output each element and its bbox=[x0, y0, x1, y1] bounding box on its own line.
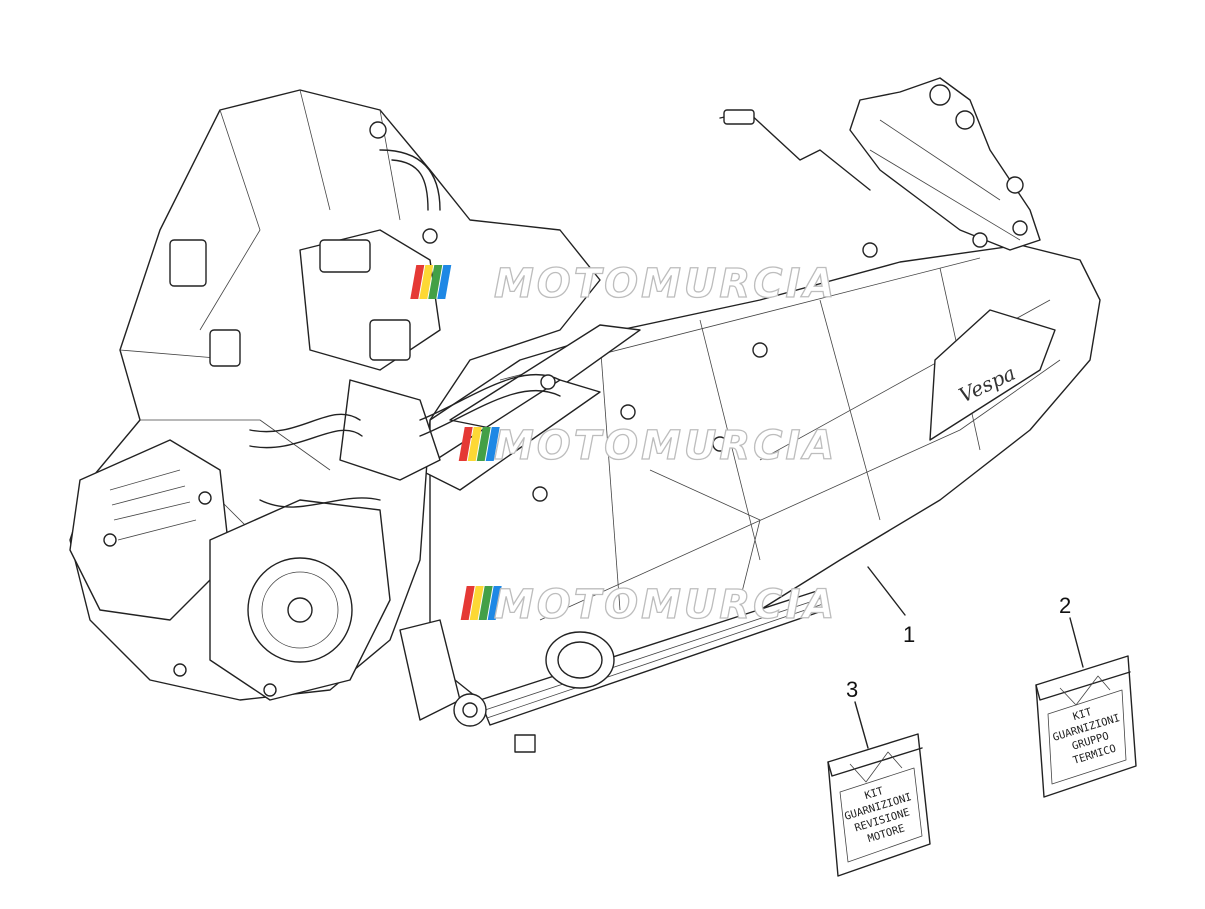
gasket-kit-engine-overhaul-bag[interactable]: KIT GUARNIZIONI REVISIONE MOTORE bbox=[827, 733, 931, 877]
leader-line-1 bbox=[867, 566, 906, 616]
callout-1[interactable]: 1 bbox=[867, 566, 915, 647]
watermark-text: MOTOMURCIA bbox=[494, 582, 837, 628]
leader-line-3 bbox=[854, 701, 869, 749]
watermark-top: MOTOMURCIA bbox=[410, 260, 837, 308]
callout-number-1: 1 bbox=[903, 622, 915, 647]
kit-label-line-1: KIT bbox=[863, 785, 885, 802]
gasket-kit-cylinder-bag[interactable]: KIT GUARNIZIONI GRUPPO TERMICO bbox=[1035, 655, 1137, 798]
callout-number-2: 2 bbox=[1059, 593, 1071, 618]
callout-number-3: 3 bbox=[846, 677, 858, 702]
leader-line-2 bbox=[1069, 617, 1084, 668]
watermark-text: MOTOMURCIA bbox=[494, 261, 837, 307]
callout-3[interactable]: 3 bbox=[846, 677, 869, 749]
callout-2[interactable]: 2 bbox=[1059, 593, 1084, 668]
watermark-bottom: MOTOMURCIA bbox=[460, 581, 837, 629]
engine-assembly[interactable]: Vespa bbox=[69, 77, 1101, 753]
kit-label-line-1: KIT bbox=[1071, 706, 1093, 723]
watermark-text: MOTOMURCIA bbox=[494, 423, 837, 469]
watermark-middle: MOTOMURCIA bbox=[458, 422, 837, 470]
